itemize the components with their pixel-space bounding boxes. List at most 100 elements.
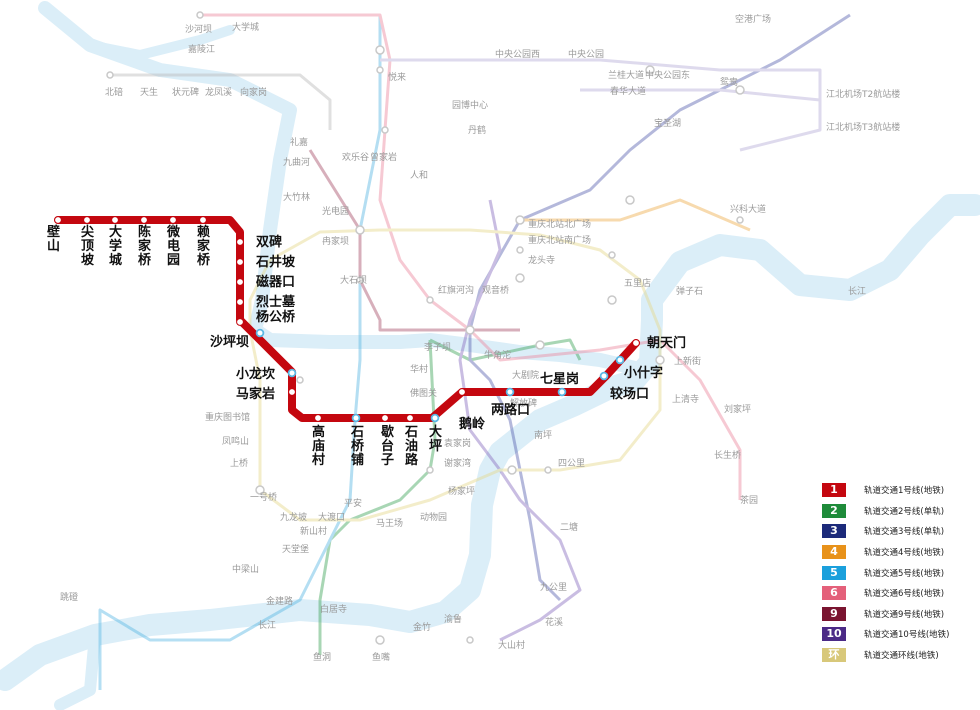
faded-label: 上新街 [674, 355, 701, 367]
station-label: 较场口 [610, 386, 649, 402]
faded-label: 鸳鸯 [720, 76, 738, 88]
station-label: 小什字 [624, 365, 663, 381]
faded-label: 人和 [410, 170, 428, 181]
line-3-path [468, 13, 851, 602]
station-label: 壁山 [47, 224, 60, 254]
faded-label: 天堂堡 [282, 543, 309, 555]
faded-label: 金建路 [266, 595, 293, 607]
station-dot[interactable] [140, 216, 148, 224]
station-label: 大学城 [109, 224, 122, 268]
station-dot[interactable] [236, 238, 244, 246]
line-1-station-labels: 壁山尖顶坡大学城陈家桥微电园赖家桥双碑石井坡磁器口烈士墓杨公桥沙坪坝小龙坎马家岩… [47, 224, 686, 468]
faded-label: 龙凤溪 [205, 86, 232, 98]
legend-item: 9 轨道交通9号线(地铁) [822, 604, 972, 625]
station-dot[interactable] [236, 298, 244, 306]
faded-label: 嘉陵江 [188, 43, 215, 55]
station-dot[interactable] [615, 355, 625, 365]
station-label: 朝天门 [647, 335, 686, 351]
legend-item: 5 轨道交通5号线(地铁) [822, 562, 972, 583]
station-dot[interactable] [406, 414, 414, 422]
station-dot[interactable] [255, 328, 265, 338]
station-dot[interactable] [54, 216, 62, 224]
faded-label: 大山村 [498, 639, 525, 651]
faded-label: 北碚 [105, 86, 123, 98]
station-label: 石油路 [404, 425, 419, 468]
legend-item: 6 轨道交通6号线(地铁) [822, 583, 972, 604]
station-label: 高庙村 [312, 424, 325, 468]
legend-badge: 5 [822, 565, 846, 580]
station-label: 陈家桥 [138, 224, 152, 268]
station-dot[interactable] [314, 414, 322, 422]
faded-label: 兰桂大道 [608, 69, 644, 81]
station-dot[interactable] [632, 339, 640, 347]
faded-label: 平安 [344, 497, 362, 509]
faded-label: 江北机场T2航站楼 [826, 88, 900, 100]
station-dot[interactable] [505, 387, 515, 397]
station-dot[interactable] [458, 388, 466, 396]
faded-label: 谢家湾 [444, 457, 471, 469]
station-dot[interactable] [288, 388, 296, 396]
station-label: 七星岗 [540, 371, 579, 387]
station-dot[interactable] [111, 216, 119, 224]
line-10-path [458, 199, 582, 642]
faded-label: 南坪 [534, 429, 552, 441]
faded-label: 欢乐谷 [342, 151, 369, 163]
station-dot[interactable] [83, 216, 91, 224]
jialing-upper [85, 25, 235, 60]
faded-label: 大石坝 [340, 274, 367, 286]
station-dot[interactable] [199, 216, 207, 224]
station-dot[interactable] [599, 371, 609, 381]
station-label: 磁器口 [256, 274, 295, 290]
faded-label: 沙河坝 [185, 23, 212, 35]
faded-label: 重庆北站北广场 [528, 218, 591, 230]
faded-label: 一号桥 [250, 491, 277, 503]
faded-label: 鱼嘴 [372, 651, 390, 663]
faded-label: 江北机场T3航站楼 [826, 121, 900, 133]
faded-label: 大竹林 [283, 191, 310, 203]
faded-label: 冉家坝 [322, 235, 349, 247]
faded-label: 李子坝 [424, 341, 451, 353]
station-dot[interactable] [557, 387, 567, 397]
faded-label: 袁家岗 [444, 437, 471, 449]
faded-label: 九龙坡 [280, 511, 307, 523]
faded-label: 春华大道 [610, 85, 646, 97]
faded-label: 白居寺 [320, 603, 347, 615]
station-dot[interactable] [381, 414, 389, 422]
legend: 1 轨道交通1号线(地铁) 2 轨道交通2号线(单轨) 3 轨道交通3号线(单轨… [822, 480, 972, 665]
faded-label: 曾家岩 [370, 151, 397, 163]
faded-label: 上桥 [230, 457, 248, 469]
station-label: 杨公桥 [256, 309, 296, 325]
legend-badge: 10 [822, 627, 846, 642]
station-dot[interactable] [236, 258, 244, 266]
faded-label: 牛角沱 [484, 349, 511, 361]
station-dot[interactable] [430, 413, 440, 423]
station-dot[interactable] [236, 278, 244, 286]
legend-label: 轨道交通1号线(地铁) [864, 486, 945, 497]
faded-label: 刘家坪 [724, 403, 751, 415]
faded-label: 中央公园西 [495, 48, 540, 60]
station-dot[interactable] [287, 368, 297, 378]
faded-label: 渝鲁 [444, 613, 462, 625]
faded-label: 中梁山 [232, 563, 259, 575]
line-ring-north [380, 58, 822, 152]
faded-label: 九公里 [540, 582, 567, 593]
legend-badge: 9 [822, 606, 846, 621]
yangtze-river [0, 194, 980, 691]
station-label: 大坪 [429, 424, 442, 454]
legend-item: 1 轨道交通1号线(地铁) [822, 480, 972, 501]
station-dot[interactable] [351, 413, 361, 423]
legend-item: 4 轨道交通4号线(地铁) [822, 542, 972, 563]
line-grey [110, 73, 332, 130]
legend-label: 轨道交通6号线(地铁) [864, 589, 945, 600]
line-1: 壁山尖顶坡大学城陈家桥微电园赖家桥双碑石井坡磁器口烈士墓杨公桥沙坪坝小龙坎马家岩… [47, 216, 686, 468]
station-dot[interactable] [169, 216, 177, 224]
faded-label: 重庆图书馆 [205, 411, 250, 423]
faded-label: 向家岗 [240, 86, 267, 98]
faded-label: 红旗河沟 [438, 284, 474, 296]
legend-label: 轨道交通10号线(地铁) [864, 630, 950, 641]
faded-label: 凤鸣山 [222, 435, 249, 447]
faded-label: 大渡口 [318, 511, 345, 523]
station-dot[interactable] [236, 318, 244, 326]
faded-label: 新山村 [300, 525, 327, 537]
